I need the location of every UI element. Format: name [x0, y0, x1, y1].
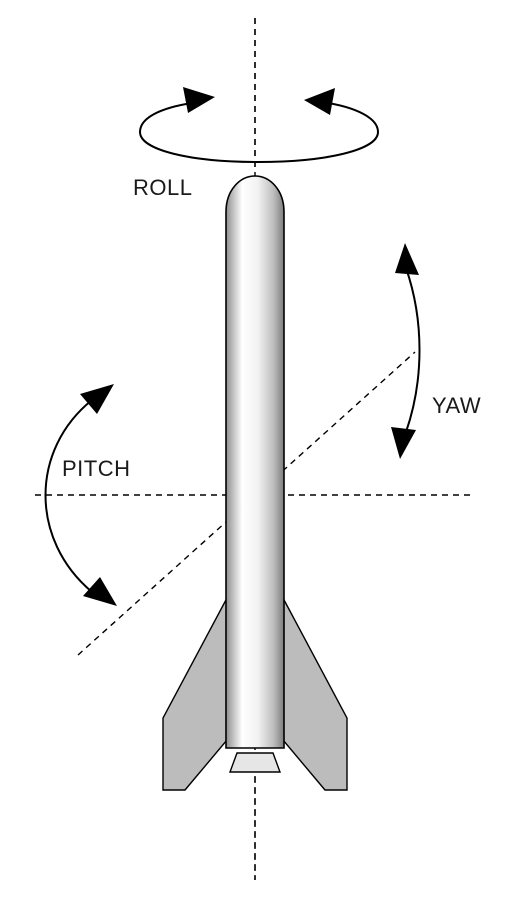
- roll-arrowhead-icon: [183, 87, 215, 113]
- yaw-rotation-arrow: [391, 243, 421, 459]
- yaw-arrowhead-icon: [395, 243, 419, 275]
- right-fin: [282, 597, 348, 791]
- rocket-nozzle: [228, 752, 282, 773]
- pitch-arrowhead-icon: [80, 384, 114, 414]
- yaw-arrowhead-icon: [391, 427, 416, 459]
- roll-arrowhead-icon: [304, 88, 335, 115]
- rocket-body: [225, 175, 285, 749]
- yaw-axis: [77, 351, 416, 656]
- pitch-arrowhead-icon: [83, 577, 117, 606]
- pitch-rotation-arrow: [44, 384, 117, 606]
- yaw-label: YAW: [432, 393, 481, 418]
- left-fin: [162, 597, 228, 791]
- roll-rotation-arrow: [138, 87, 380, 164]
- rocket: [162, 175, 348, 791]
- pitch-label: PITCH: [62, 456, 131, 481]
- roll-label: ROLL: [133, 175, 192, 200]
